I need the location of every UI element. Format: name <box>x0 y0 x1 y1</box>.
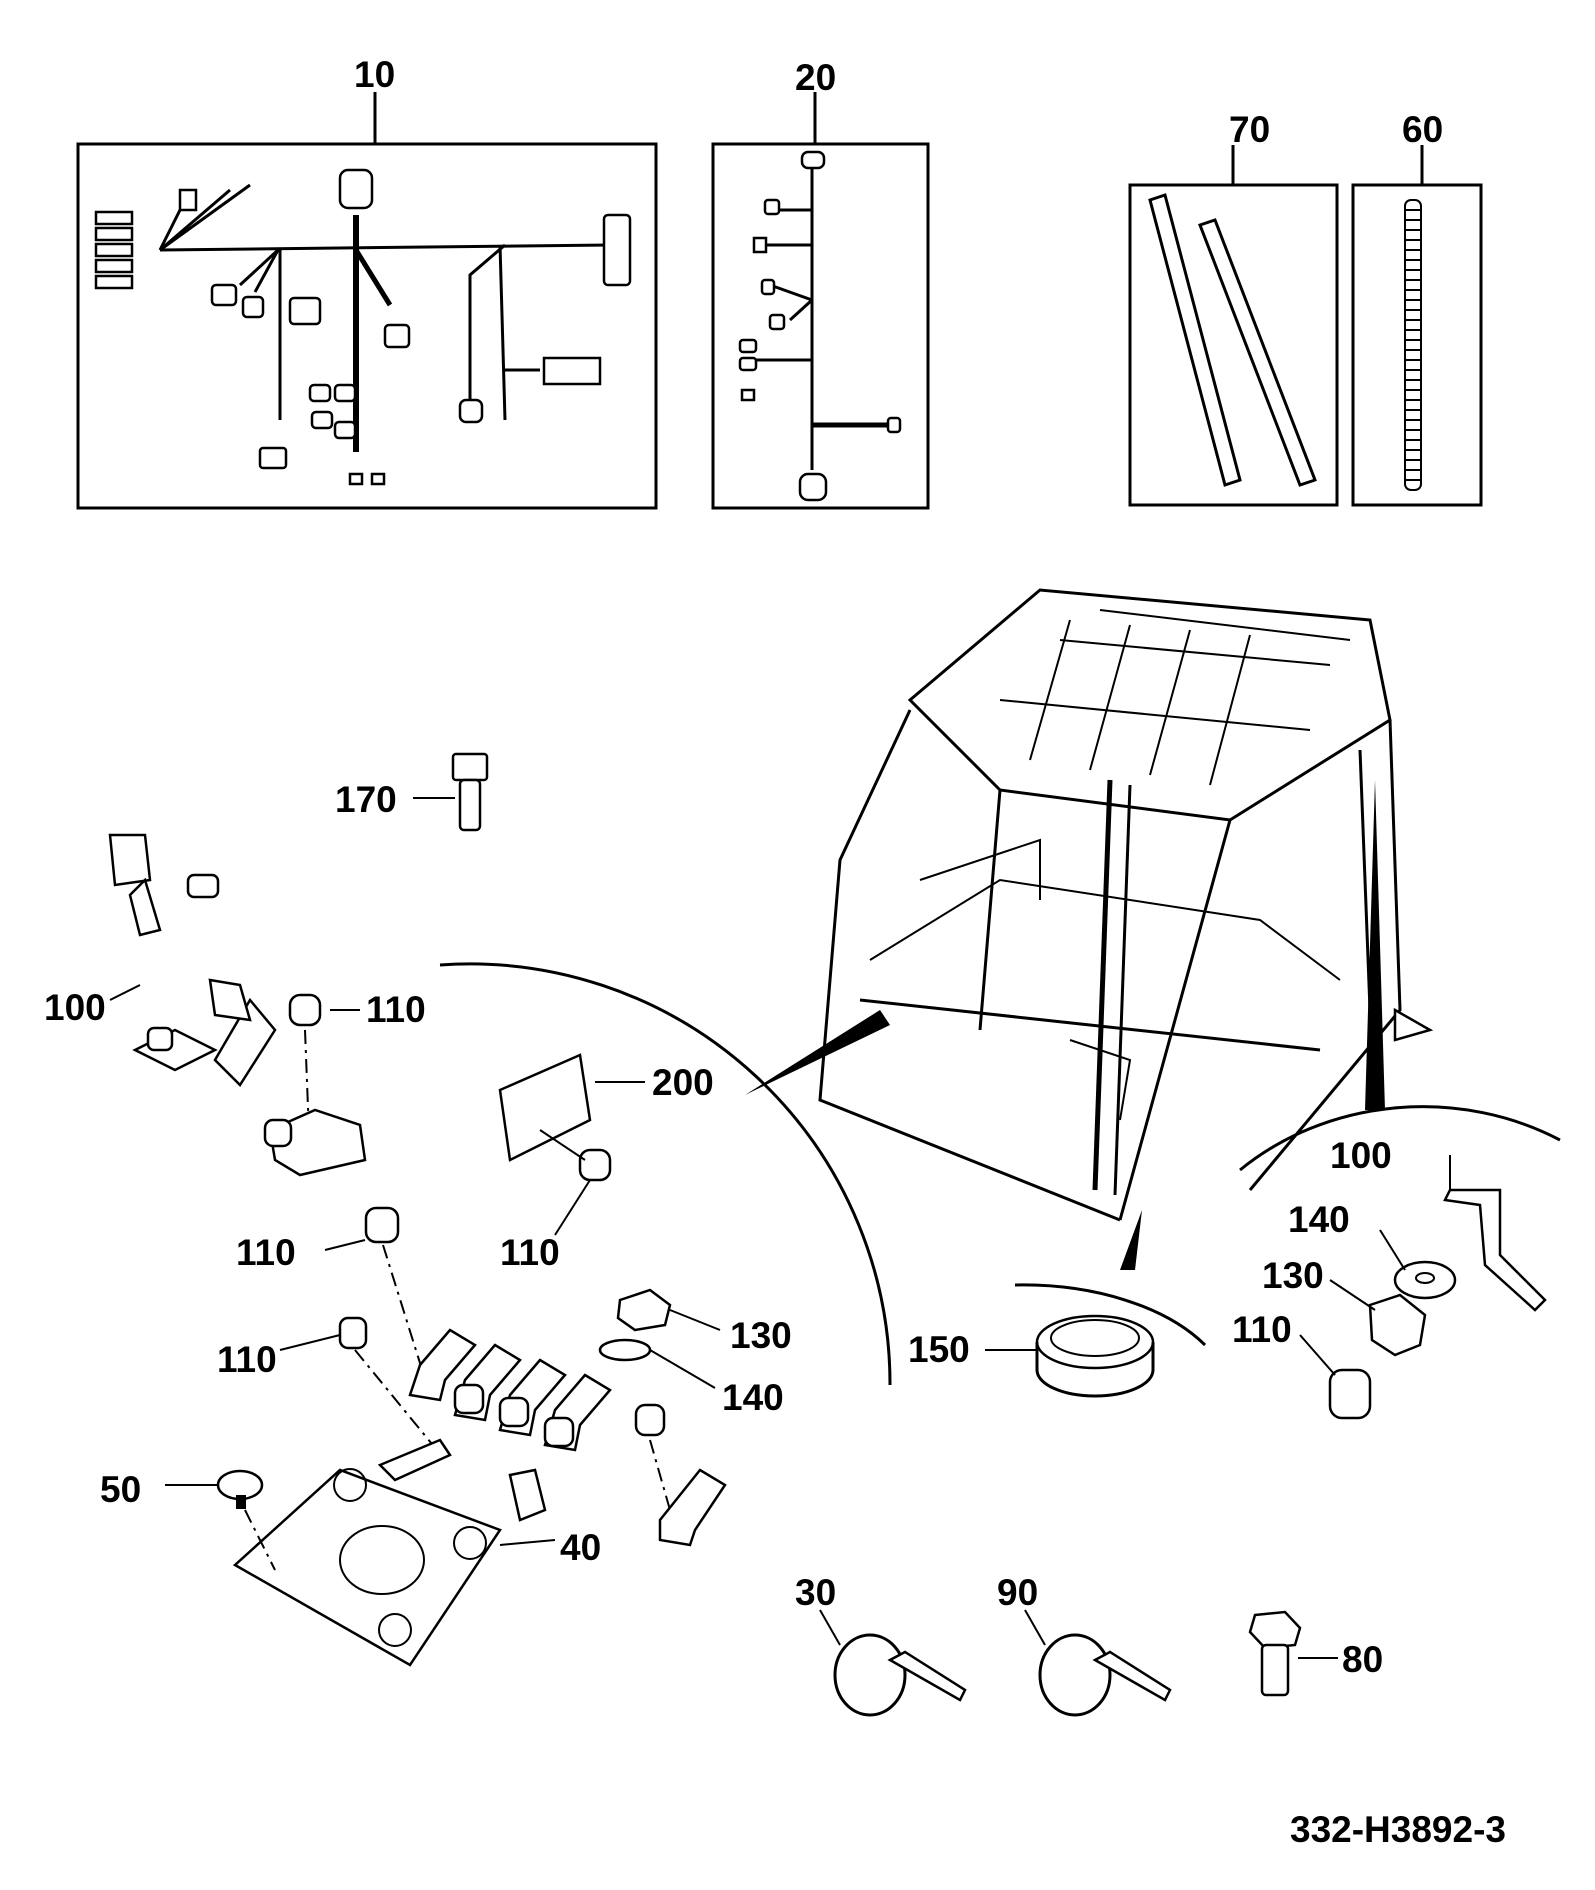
callout-40: 40 <box>560 1527 601 1568</box>
callout-70: 70 <box>1229 109 1270 150</box>
cable-tie-30 <box>833 1633 967 1717</box>
callout-130-left: 130 <box>730 1315 792 1356</box>
callout-140-left: 140 <box>722 1377 784 1418</box>
rod-60-panel <box>1351 145 1483 507</box>
ring-150 <box>1035 1314 1155 1398</box>
callout-30: 30 <box>795 1572 836 1613</box>
detail-circle-left <box>439 962 892 1386</box>
nut-washer-left <box>598 1288 672 1362</box>
callout-10: 10 <box>354 54 395 95</box>
callout-100-left: 100 <box>44 987 106 1028</box>
callout-labels: 10 20 70 60 170 100 110 200 110 110 110 … <box>44 54 1443 1680</box>
callout-90: 90 <box>997 1572 1038 1613</box>
bolt-170 <box>451 752 489 832</box>
bracket-100-right <box>1443 1188 1547 1312</box>
callout-110-a: 110 <box>366 989 426 1030</box>
plate-40 <box>232 1438 547 1667</box>
harness-20-panel <box>711 92 930 510</box>
callout-150: 150 <box>908 1329 970 1370</box>
callout-100-right: 100 <box>1330 1135 1392 1176</box>
cab-frame <box>818 588 1434 1222</box>
callout-170: 170 <box>335 779 397 820</box>
nut-bracket-110 <box>263 993 367 1177</box>
callout-110-b: 110 <box>500 1232 560 1273</box>
hardware-right <box>1328 1260 1457 1420</box>
callout-110-c: 110 <box>236 1232 296 1273</box>
callout-110-e: 110 <box>1232 1309 1292 1350</box>
drawing-reference: 332-H3892-3 <box>1290 1809 1506 1850</box>
callout-130-right: 130 <box>1262 1255 1324 1296</box>
harness-10-panel <box>76 92 658 510</box>
callout-50: 50 <box>100 1469 141 1510</box>
callout-60: 60 <box>1402 109 1443 150</box>
bolt-80 <box>1248 1610 1302 1697</box>
clip-row <box>408 1328 612 1452</box>
nut-110-mid <box>338 1206 446 1461</box>
bracket-group-100 <box>108 833 277 1087</box>
callout-200: 200 <box>652 1062 714 1103</box>
callout-140-right: 140 <box>1288 1199 1350 1240</box>
callout-20: 20 <box>795 57 836 98</box>
callout-110-d: 110 <box>217 1339 277 1380</box>
detail-circle-150 <box>1014 1210 1207 1347</box>
detail-circle-right <box>1239 780 1561 1172</box>
cable-tie-90 <box>1038 1633 1172 1717</box>
tube-70-panel <box>1128 145 1339 507</box>
nut-bracket-right <box>634 1403 727 1547</box>
bracket-200 <box>498 1053 612 1182</box>
leader-lines <box>109 797 1451 1659</box>
callout-80: 80 <box>1342 1639 1383 1680</box>
